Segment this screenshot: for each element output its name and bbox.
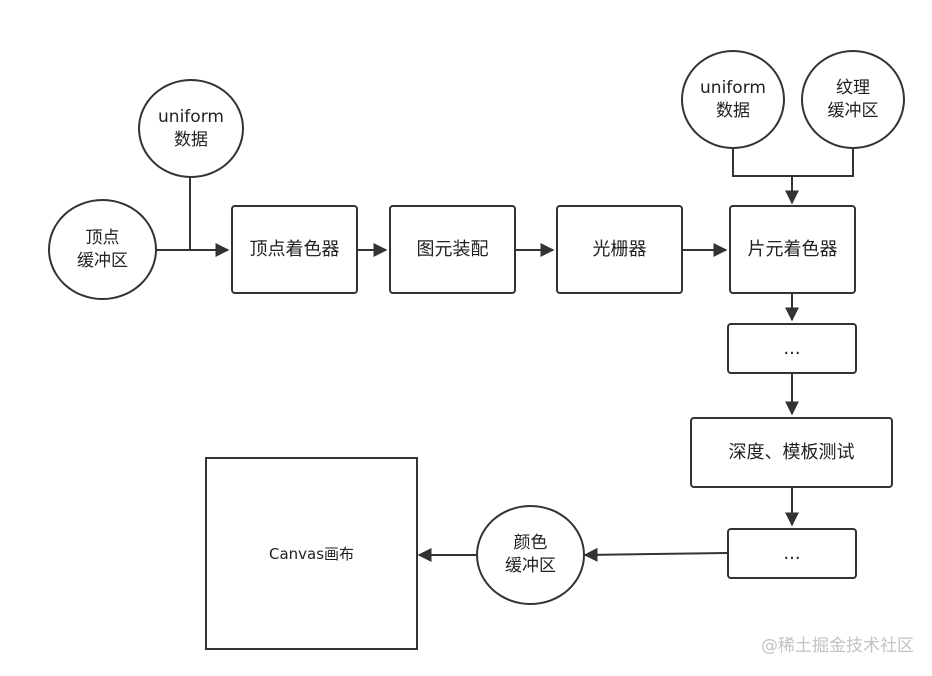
ellipsis-node-1: ...: [727, 323, 857, 374]
edge-ellipsis-2-to-color-buffer: [583, 547, 728, 562]
data-label: 数据: [716, 100, 750, 121]
watermark: @稀土掘金技术社区: [761, 636, 914, 656]
primitive-assembly-node: 图元装配: [389, 205, 516, 294]
canvas-label: Canvas画布: [268, 545, 355, 563]
ellipsis-label: ...: [783, 337, 801, 359]
uniform-label: uniform: [700, 77, 766, 98]
edge-texture-to-merge: [792, 147, 854, 177]
texture-buffer-node: 纹理 缓冲区: [801, 50, 905, 149]
vertex-shader-node: 顶点着色器: [231, 205, 358, 294]
depth-stencil-label: 深度、模板测试: [728, 441, 855, 463]
vertex-label: 顶点: [85, 227, 120, 248]
depth-stencil-test-node: 深度、模板测试: [690, 417, 893, 488]
fragment-shader-node: 片元着色器: [729, 205, 856, 294]
edge-uniform-right-to-merge: [732, 147, 792, 177]
vertex-buffer-node: 顶点 缓冲区: [48, 199, 157, 300]
uniform-data-node-right: uniform 数据: [681, 50, 785, 149]
vertex-shader-label: 顶点着色器: [249, 238, 340, 260]
fragment-shader-label: 片元着色器: [747, 238, 838, 260]
uniform-data-node-left: uniform 数据: [138, 79, 244, 178]
ellipsis-label: ...: [783, 542, 801, 564]
texture-label: 纹理: [836, 77, 870, 98]
buffer-label: 缓冲区: [827, 100, 879, 121]
canvas-node: Canvas画布: [205, 457, 418, 650]
buffer-label: 缓冲区: [77, 250, 128, 271]
rasterizer-node: 光栅器: [556, 205, 683, 294]
uniform-label: uniform: [158, 106, 224, 127]
color-buffer-node: 颜色 缓冲区: [476, 505, 585, 605]
primitive-assembly-label: 图元装配: [416, 238, 489, 260]
rasterizer-label: 光栅器: [592, 238, 647, 260]
data-label: 数据: [174, 129, 208, 150]
color-label: 颜色: [513, 533, 548, 553]
buffer-label: 缓冲区: [505, 556, 556, 576]
ellipsis-node-2: ...: [727, 528, 857, 579]
